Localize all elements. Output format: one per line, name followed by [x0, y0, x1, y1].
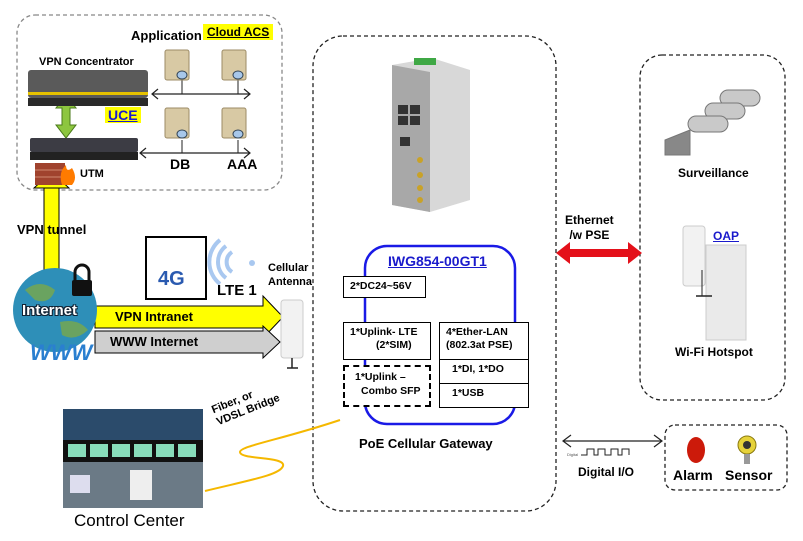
oap-link-text[interactable]: OAP — [713, 229, 740, 243]
cloud-acs-link-text[interactable]: Cloud ACS — [207, 25, 270, 39]
aaa-label: AAA — [227, 156, 258, 172]
io-devices-boundary — [664, 424, 788, 491]
www-internet-arrow — [94, 324, 281, 360]
lan-pse-text: (802.3at PSE) — [446, 339, 513, 351]
surveillance-label: Surveillance — [678, 166, 749, 180]
gateway-boundary — [312, 35, 557, 512]
alarm-icon — [687, 437, 705, 463]
gateway-caption: PoE Cellular Gateway — [359, 436, 493, 451]
datacenter-boundary — [16, 14, 283, 191]
ethernet-pse-label: Ethernet /w PSE — [565, 213, 614, 243]
utm-label: UTM — [80, 168, 104, 180]
digital-io-label: Digital I/O — [578, 465, 635, 479]
uplink-sfp-combo-text: Combo SFP — [361, 385, 421, 397]
feature-usb: 1*USB — [439, 383, 529, 408]
digital-waveform — [581, 448, 630, 456]
gateway-model-text[interactable]: IWG854-00GT1 — [388, 253, 487, 269]
feature-uplink-sfp: 1*Uplink – Combo SFP — [343, 365, 431, 407]
vpn-intranet-label: VPN Intranet — [115, 309, 194, 324]
oap-link[interactable]: OAP — [713, 229, 739, 243]
feature-dio: 1*DI, 1*DO — [439, 359, 529, 384]
www-internet-label: WWW Internet — [110, 334, 199, 349]
ethernet-pse-arrow — [556, 242, 642, 264]
lock-icon — [72, 263, 92, 296]
control-center-caption: Control Center — [74, 511, 185, 530]
server-icon — [164, 49, 247, 139]
feature-power: 2*DC24~56V — [343, 276, 426, 298]
wifi-hotspot-device — [682, 225, 747, 341]
cellular-antenna-label: Cellular Antenna — [268, 262, 312, 288]
gateway-device-image — [392, 58, 470, 212]
lte-label: LTE 1 — [217, 282, 257, 299]
4g-badge-frame — [145, 236, 207, 300]
control-center-image — [63, 409, 203, 508]
uplink-lte-sim-text: (2*SIM) — [376, 339, 412, 351]
alarm-label: Alarm — [673, 467, 713, 483]
uplink-sfp-text: 1*Uplink – — [355, 371, 406, 383]
application-label: Application — [131, 28, 202, 43]
4g-badge: 4G — [158, 268, 185, 290]
digital-tag: Digital — [567, 452, 579, 457]
uplink-lte-text: 1*Uplink- LTE — [350, 326, 418, 338]
cloud-acs-link[interactable]: Cloud ACS — [203, 24, 274, 40]
wireless-signal-icon — [207, 238, 234, 286]
db-label: DB — [170, 156, 191, 172]
www-logo: WWW — [30, 340, 93, 365]
vpn-tunnel-label: VPN tunnel — [17, 222, 87, 237]
sensor-icon — [737, 435, 757, 464]
internet-label: Internet — [22, 302, 78, 319]
ethernet-label-line2: /w PSE — [569, 228, 610, 242]
firewall-icon — [35, 163, 75, 185]
utm-device — [30, 138, 138, 160]
vpn-concentrator-label: VPN Concentrator — [39, 56, 134, 68]
lan-text: 4*Ether-LAN — [446, 326, 508, 338]
ethernet-label-line1: Ethernet — [565, 213, 614, 227]
edge-boundary — [639, 54, 786, 401]
feature-uplink-lte: 1*Uplink- LTE (2*SIM) — [343, 322, 431, 360]
fiber-cable — [204, 419, 341, 492]
cellular-antenna-device — [280, 299, 304, 359]
wifi-hotspot-label: Wi-Fi Hotspot — [675, 345, 753, 359]
uce-link[interactable]: UCE — [105, 107, 141, 123]
feature-lan: 4*Ether-LAN (802.3at PSE) — [439, 322, 529, 360]
gateway-model-link[interactable]: IWG854-00GT1 — [388, 253, 487, 269]
sensor-label: Sensor — [725, 467, 773, 483]
vpn-intranet-arrow — [94, 294, 284, 340]
uce-link-text[interactable]: UCE — [108, 107, 138, 123]
surveillance-camera-icon — [664, 89, 761, 156]
vpn-concentrator-device — [28, 70, 148, 106]
